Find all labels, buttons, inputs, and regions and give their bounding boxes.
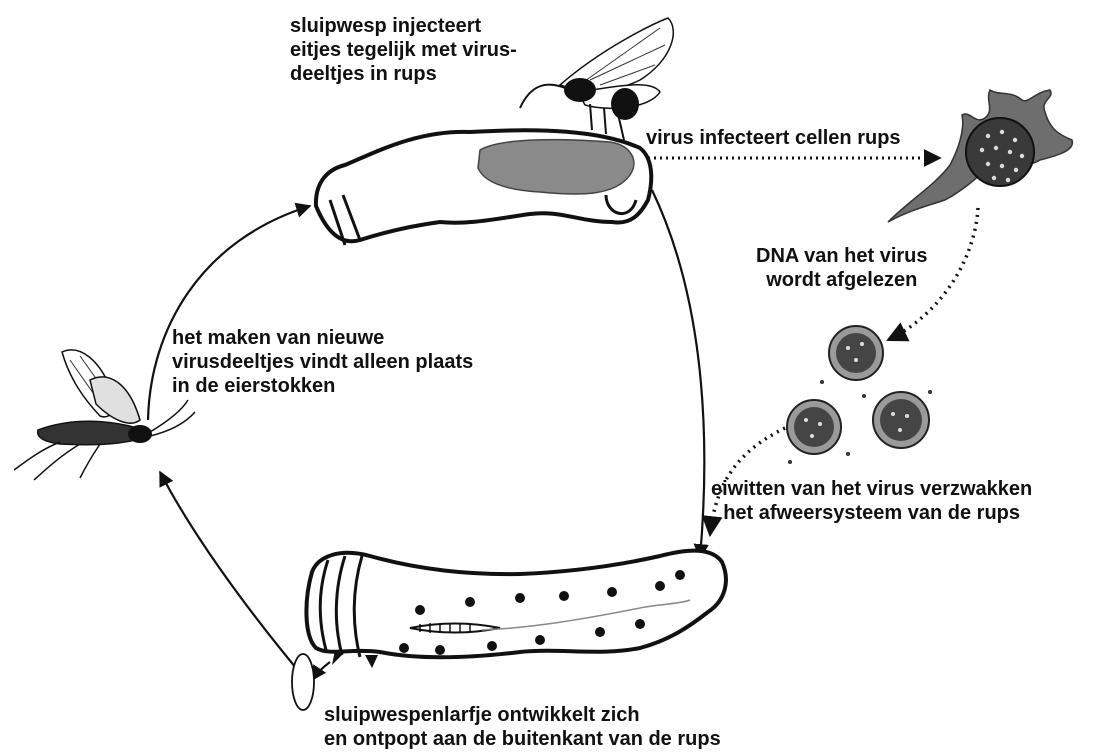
label-wasp-injects: sluipwesp injecteert eitjes tegelijk met… <box>290 14 517 86</box>
label-line: DNA van het virus <box>756 244 928 268</box>
virus-particle-icon <box>873 392 929 448</box>
label-line: sluipwespenlarfje ontwikkelt zich <box>324 703 721 727</box>
label-line: het afweersysteem van de rups <box>711 501 1032 525</box>
label-new-particles: het maken van nieuwe virusdeeltjes vindt… <box>172 326 473 398</box>
label-line: in de eierstokken <box>172 374 473 398</box>
wasp-icon <box>520 18 673 140</box>
caterpillar-icon <box>306 551 726 668</box>
label-line: sluipwesp injecteert <box>290 14 517 38</box>
label-line: eiwitten van het virus verzwakken <box>711 477 1032 501</box>
wasp-icon <box>14 350 195 480</box>
label-line: en ontpopt aan de buitenkant van de rups <box>324 727 721 751</box>
label-line: virusdeeltjes vindt alleen plaats <box>172 350 473 374</box>
label-line: virus infecteert cellen rups <box>646 126 901 150</box>
label-larva-develops: sluipwespenlarfje ontwikkelt zich en ont… <box>324 703 721 751</box>
label-dna-read: DNA van het virus wordt afgelezen <box>756 244 928 292</box>
gland-icon <box>478 140 634 194</box>
cocoon-icon <box>292 654 314 710</box>
label-line: deeltjes in rups <box>290 62 517 86</box>
label-line: wordt afgelezen <box>756 268 928 292</box>
label-virus-infects: virus infecteert cellen rups <box>646 126 901 150</box>
virus-particle-icon <box>787 400 841 454</box>
cell-icon <box>888 90 1072 222</box>
arrow-caterpillar-to-larva <box>652 190 704 558</box>
label-proteins-weaken: eiwitten van het virus verzwakken het af… <box>711 477 1032 525</box>
label-line: het maken van nieuwe <box>172 326 473 350</box>
arrow-cocoon-to-wasp <box>160 472 296 668</box>
virus-particle-icon <box>829 326 883 380</box>
label-line: eitjes tegelijk met virus- <box>290 38 517 62</box>
